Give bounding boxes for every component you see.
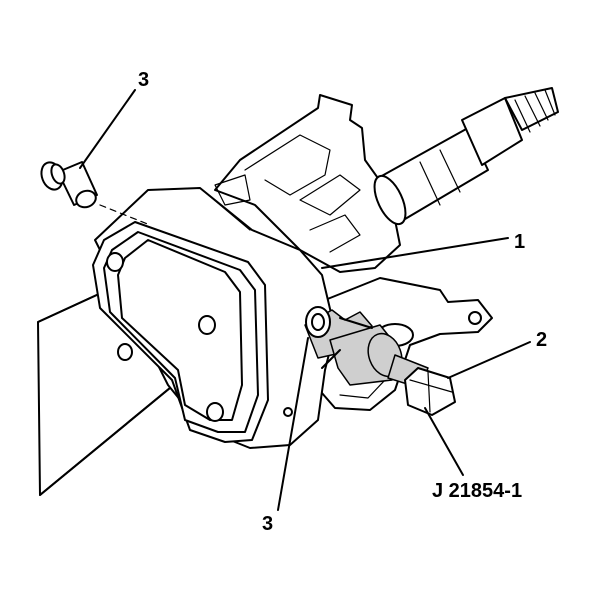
tool-number-label: J 21854-1 xyxy=(432,480,522,502)
callout-1: 1 xyxy=(514,231,525,253)
output-shaft xyxy=(373,87,559,226)
callout-3-bottom: 3 xyxy=(262,513,273,535)
pin-part xyxy=(40,161,151,226)
callout-2: 2 xyxy=(536,329,547,351)
pin-puller-tool xyxy=(304,306,456,416)
column-housing xyxy=(92,187,336,449)
leader-lines xyxy=(79,89,531,511)
callout-3-top: 3 xyxy=(138,69,149,91)
